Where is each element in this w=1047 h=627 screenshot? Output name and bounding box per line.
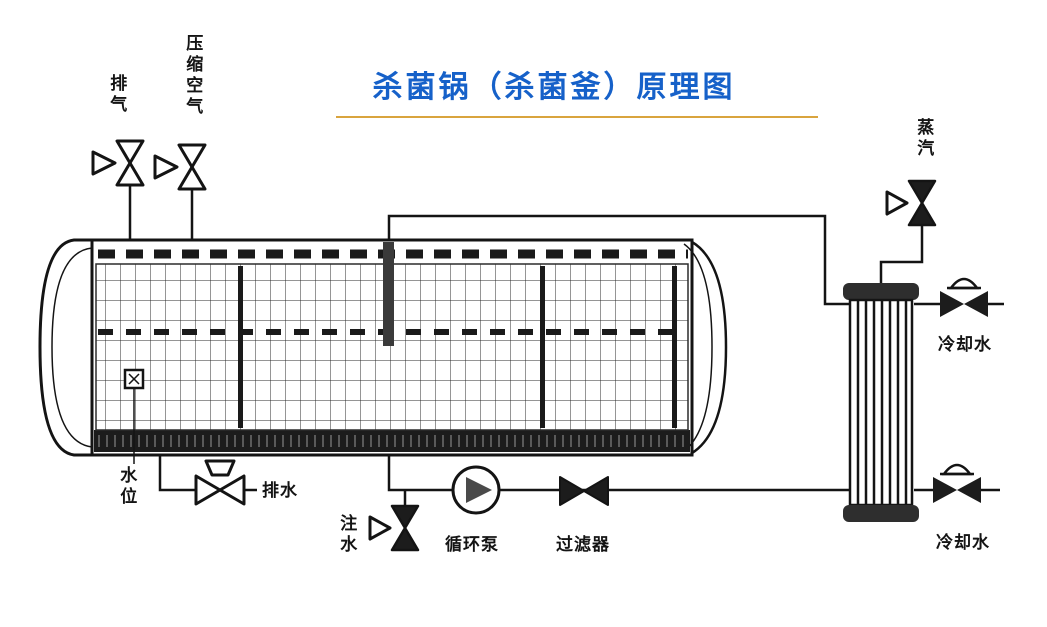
drain-valve-icon xyxy=(194,459,246,506)
vessel-right-head xyxy=(691,240,728,455)
water-level-mark xyxy=(128,373,140,385)
label-steam: 蒸汽 xyxy=(914,118,934,160)
heat-exchanger-top-cap xyxy=(843,283,919,300)
label-cooling-water-bottom: 冷却水 xyxy=(936,533,990,552)
pipe-bottom-circulation xyxy=(387,452,852,492)
filter-icon xyxy=(559,476,609,506)
exhaust-valve-icon xyxy=(91,139,145,187)
heat-exchanger-tubes xyxy=(856,300,908,505)
label-water-level: 水位 xyxy=(117,466,137,508)
heat-exchanger-bottom-cap xyxy=(843,505,919,522)
label-circulation-pump: 循环泵 xyxy=(445,535,499,554)
page-title: 杀菌锅（杀菌釜）原理图 xyxy=(372,71,736,104)
vessel-left-head xyxy=(38,238,94,457)
steam-valve-icon xyxy=(885,179,937,227)
label-cooling-water-top: 冷却水 xyxy=(938,335,992,354)
basket-divider xyxy=(540,266,545,428)
label-exhaust: 排气 xyxy=(107,74,127,116)
cooling-water-valve-top-icon xyxy=(940,277,988,317)
heat-exchanger xyxy=(843,283,919,522)
label-compressed-air: 压缩空气 xyxy=(183,34,203,118)
title-underline xyxy=(336,116,818,118)
circulation-pump-icon xyxy=(451,465,501,515)
basket-divider xyxy=(672,266,677,428)
vessel-bottom-band xyxy=(94,430,690,452)
label-water-fill: 注水 xyxy=(337,514,357,556)
basket-divider xyxy=(238,266,243,428)
pipe-drain xyxy=(158,452,257,492)
water-fill-valve-icon xyxy=(368,504,420,552)
cooling-water-valve-bottom-icon xyxy=(933,463,981,503)
compressed-air-valve-icon xyxy=(153,143,207,191)
spray-inlet-probe xyxy=(383,242,394,346)
pipes xyxy=(128,185,1004,508)
label-filter: 过滤器 xyxy=(556,535,610,554)
vessel-right-head-inner xyxy=(683,243,713,452)
label-drain: 排水 xyxy=(262,481,298,500)
water-level-sensor xyxy=(123,368,145,464)
pipe-top-circulation xyxy=(387,214,852,306)
sterilizer-vessel xyxy=(38,238,728,457)
pipe-steam xyxy=(879,226,924,288)
vessel-left-head-inner xyxy=(51,247,93,448)
